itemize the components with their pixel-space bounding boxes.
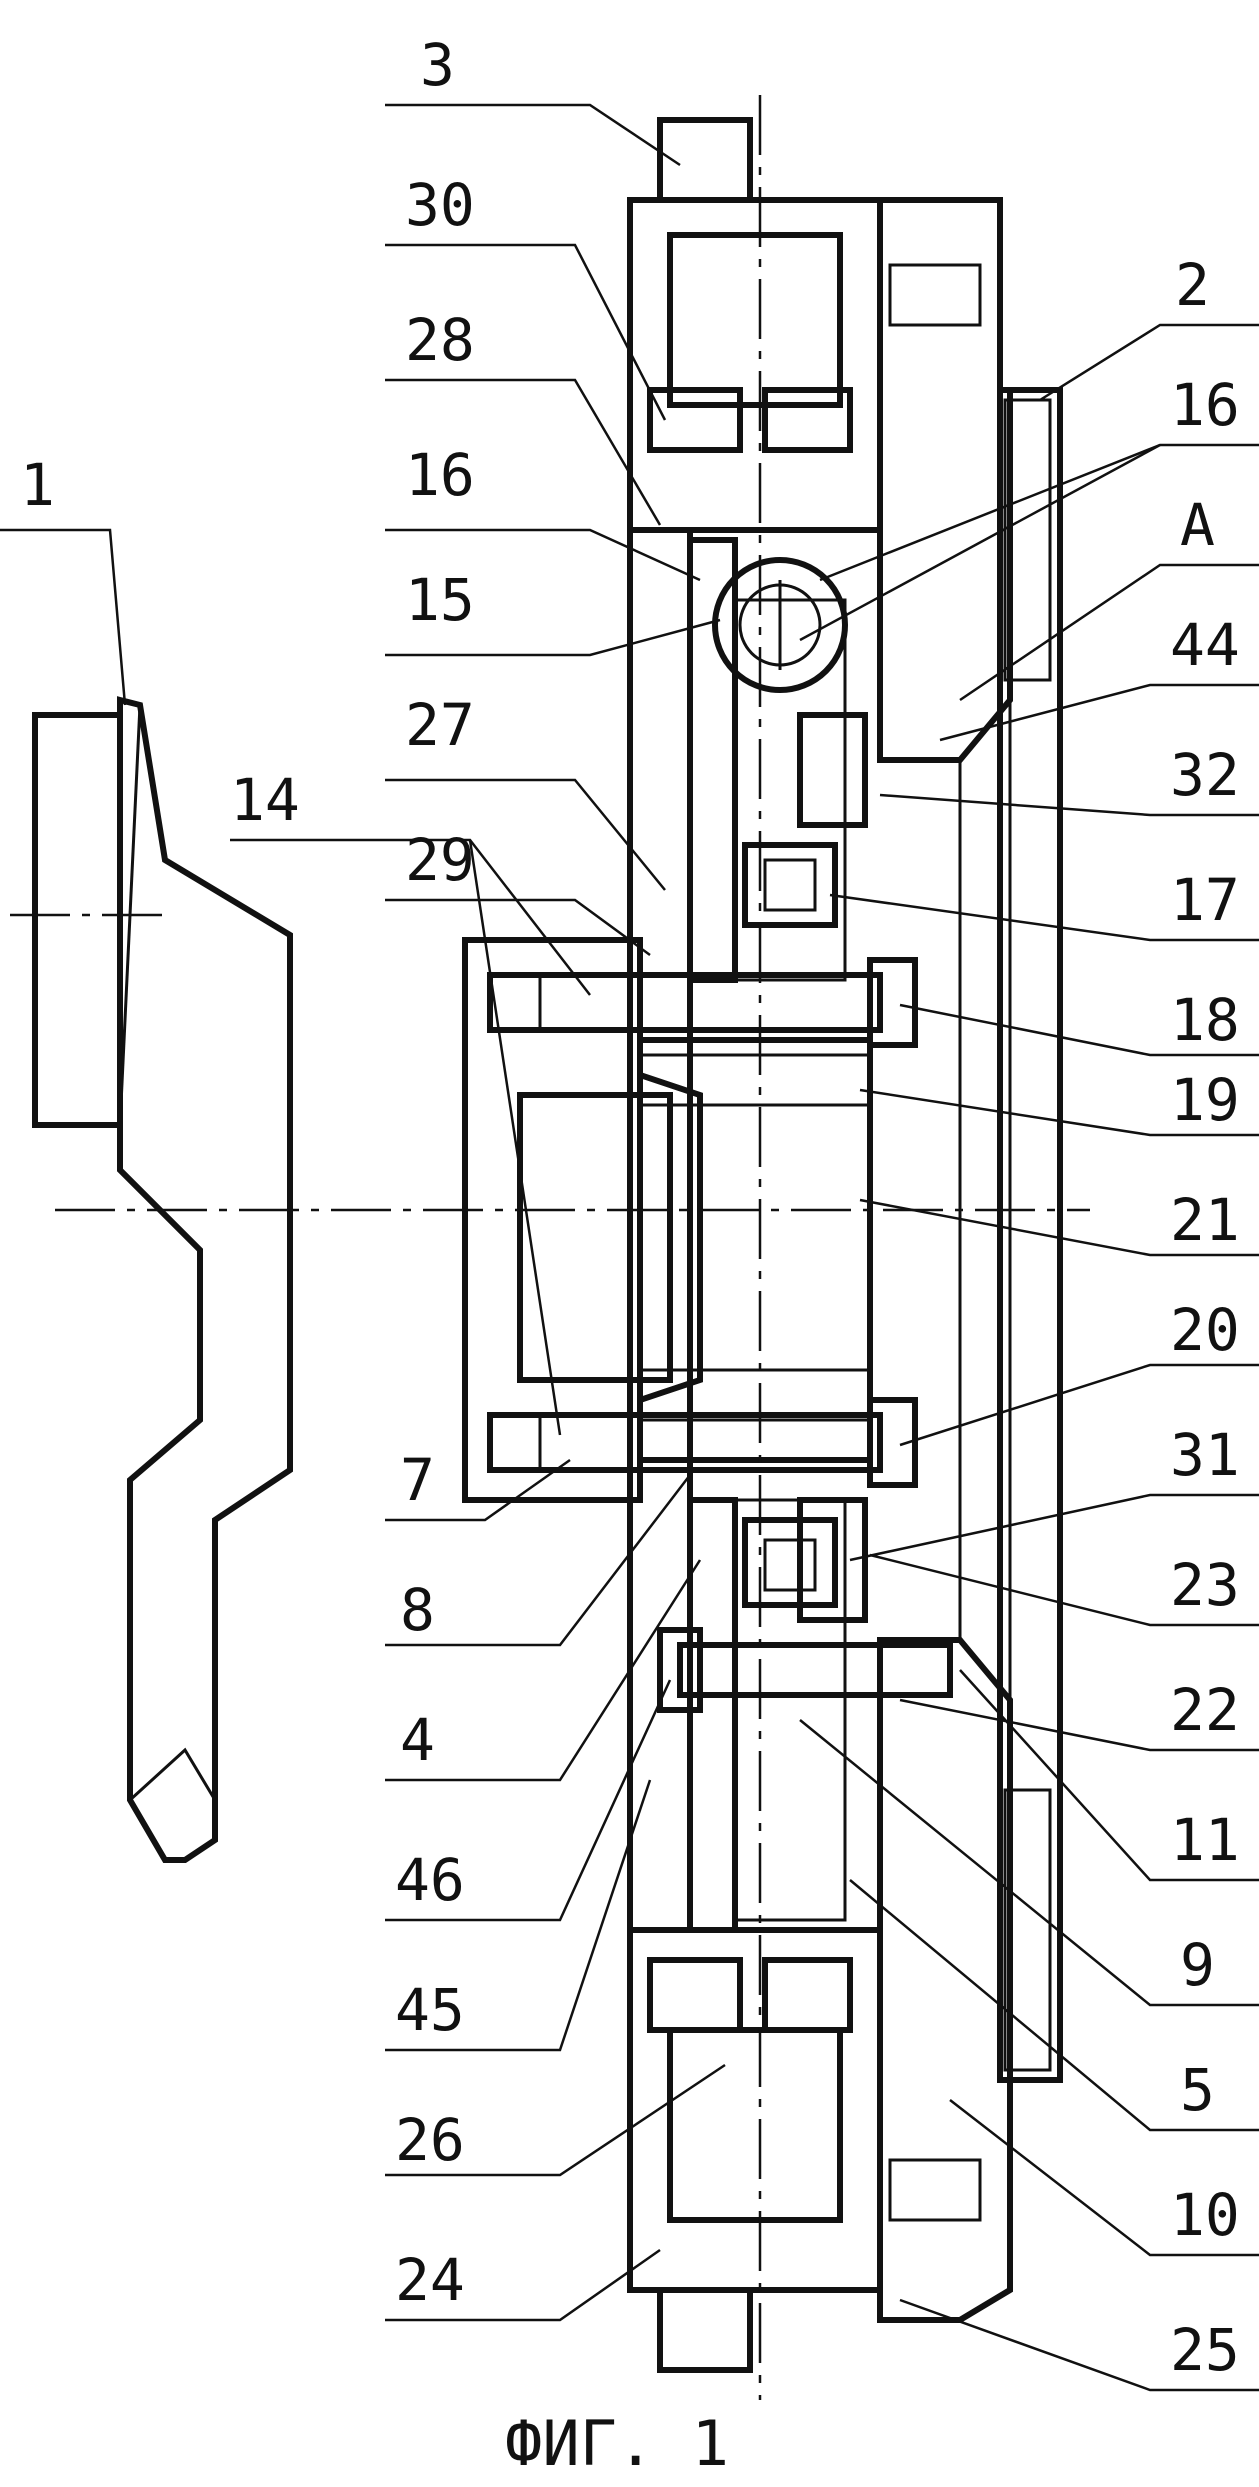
label-46: 46 (395, 1846, 465, 1914)
housing-part-3 (630, 120, 880, 530)
label-23: 23 (1170, 1551, 1240, 1619)
label-21: 21 (1170, 1186, 1240, 1254)
label-17: 17 (1170, 866, 1240, 934)
label-15: 15 (405, 566, 475, 634)
label-16-right: 16 (1170, 371, 1240, 439)
label-A: A (1180, 491, 1215, 559)
label-32: 32 (1170, 741, 1240, 809)
label-20: 20 (1170, 1296, 1240, 1364)
label-7: 7 (400, 1446, 435, 1514)
arm-part-1 (35, 700, 290, 1860)
label-5: 5 (1180, 2056, 1215, 2124)
bolt-part-11 (660, 1630, 950, 1710)
bolt-part-14-top (490, 960, 915, 1045)
label-25: 25 (1170, 2316, 1240, 2384)
label-4: 4 (400, 1706, 435, 1774)
center-lines (10, 95, 1090, 2400)
roller-bearing-part-17 (745, 845, 835, 1605)
plate-part-27 (630, 530, 845, 1930)
label-3: 3 (420, 31, 455, 99)
label-18: 18 (1170, 986, 1240, 1054)
label-14: 14 (230, 766, 300, 834)
label-24: 24 (395, 2246, 465, 2314)
label-19: 19 (1170, 1066, 1240, 1134)
label-27: 27 (405, 691, 475, 759)
label-26: 26 (395, 2106, 465, 2174)
label-16-left: 16 (405, 441, 475, 509)
figure-caption: ФИГ. 1 (505, 2407, 729, 2480)
label-8: 8 (400, 1576, 435, 1644)
label-45: 45 (395, 1976, 465, 2044)
label-29: 29 (405, 826, 475, 894)
leader-lines-left (0, 105, 725, 2320)
label-28: 28 (405, 306, 475, 374)
flange-part-2 (880, 200, 1060, 2320)
label-22: 22 (1170, 1676, 1240, 1744)
label-11: 11 (1170, 1806, 1240, 1874)
label-9: 9 (1180, 1931, 1215, 1999)
label-1: 1 (20, 451, 55, 519)
label-10: 10 (1170, 2181, 1240, 2249)
label-31: 31 (1170, 1421, 1240, 1489)
label-44: 44 (1170, 611, 1240, 679)
label-30: 30 (405, 171, 475, 239)
label-2: 2 (1175, 251, 1210, 319)
housing-part-24 (630, 1930, 880, 2370)
